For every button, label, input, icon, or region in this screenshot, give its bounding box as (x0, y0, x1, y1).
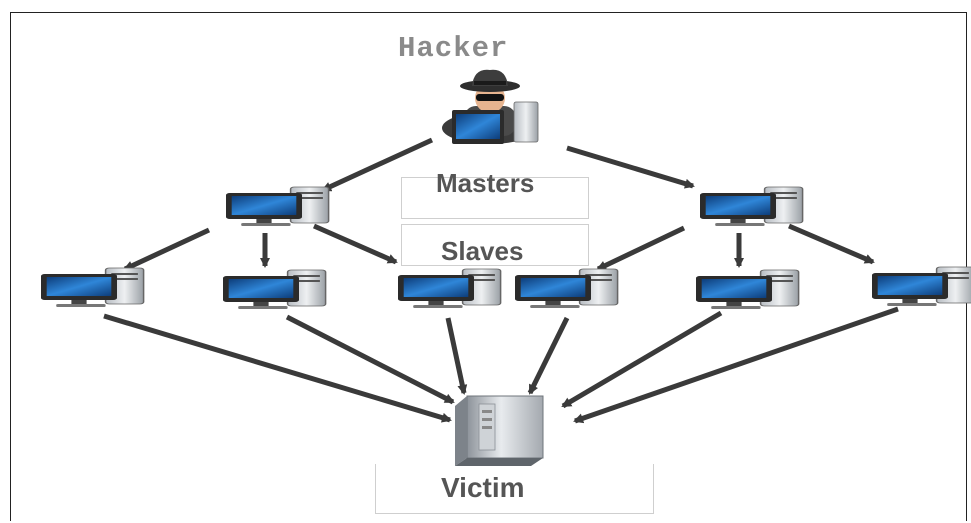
arrow-slave-2-to-victim (285, 314, 455, 405)
masters-label: Masters (436, 168, 535, 198)
slaves-label: Slaves (441, 236, 524, 266)
victim-label-box (375, 464, 654, 514)
arrow-master-left-to-slave-1 (123, 227, 211, 272)
arrow-master-right-to-slave-6 (788, 223, 875, 265)
arrow-slave-3-to-victim (445, 317, 468, 395)
arrow-slave-1-to-victim (103, 313, 452, 423)
arrow-slave-5-to-victim (561, 310, 723, 409)
slave-computer-icon-4 (514, 268, 619, 309)
slave-computer-icon-6 (871, 266, 971, 307)
masters-label-box (401, 177, 589, 219)
arrow-hacker-to-master-left (321, 137, 434, 193)
slaves-label-box (401, 224, 589, 266)
arrow-master-left-to-slave-3 (312, 223, 398, 265)
master-computer-icon-right (699, 186, 804, 227)
hacker-label: Hacker (398, 32, 509, 65)
victim-server-icon (455, 395, 544, 466)
slave-computer-icon-1 (40, 267, 145, 308)
diagram-frame (10, 12, 967, 521)
arrow-slave-4-to-victim (527, 316, 570, 395)
arrow-master-right-to-slave-4 (596, 225, 686, 272)
victim-label: Victim (441, 472, 525, 503)
arrow-hacker-to-master-right (566, 145, 695, 189)
slave-computer-icon-5 (695, 269, 800, 310)
slave-computer-icon-3 (397, 268, 502, 309)
master-computer-icon-left (225, 186, 330, 227)
slave-computer-icon-2 (222, 269, 327, 310)
arrow-slave-6-to-victim (573, 306, 899, 424)
hacker-icon (442, 69, 539, 144)
